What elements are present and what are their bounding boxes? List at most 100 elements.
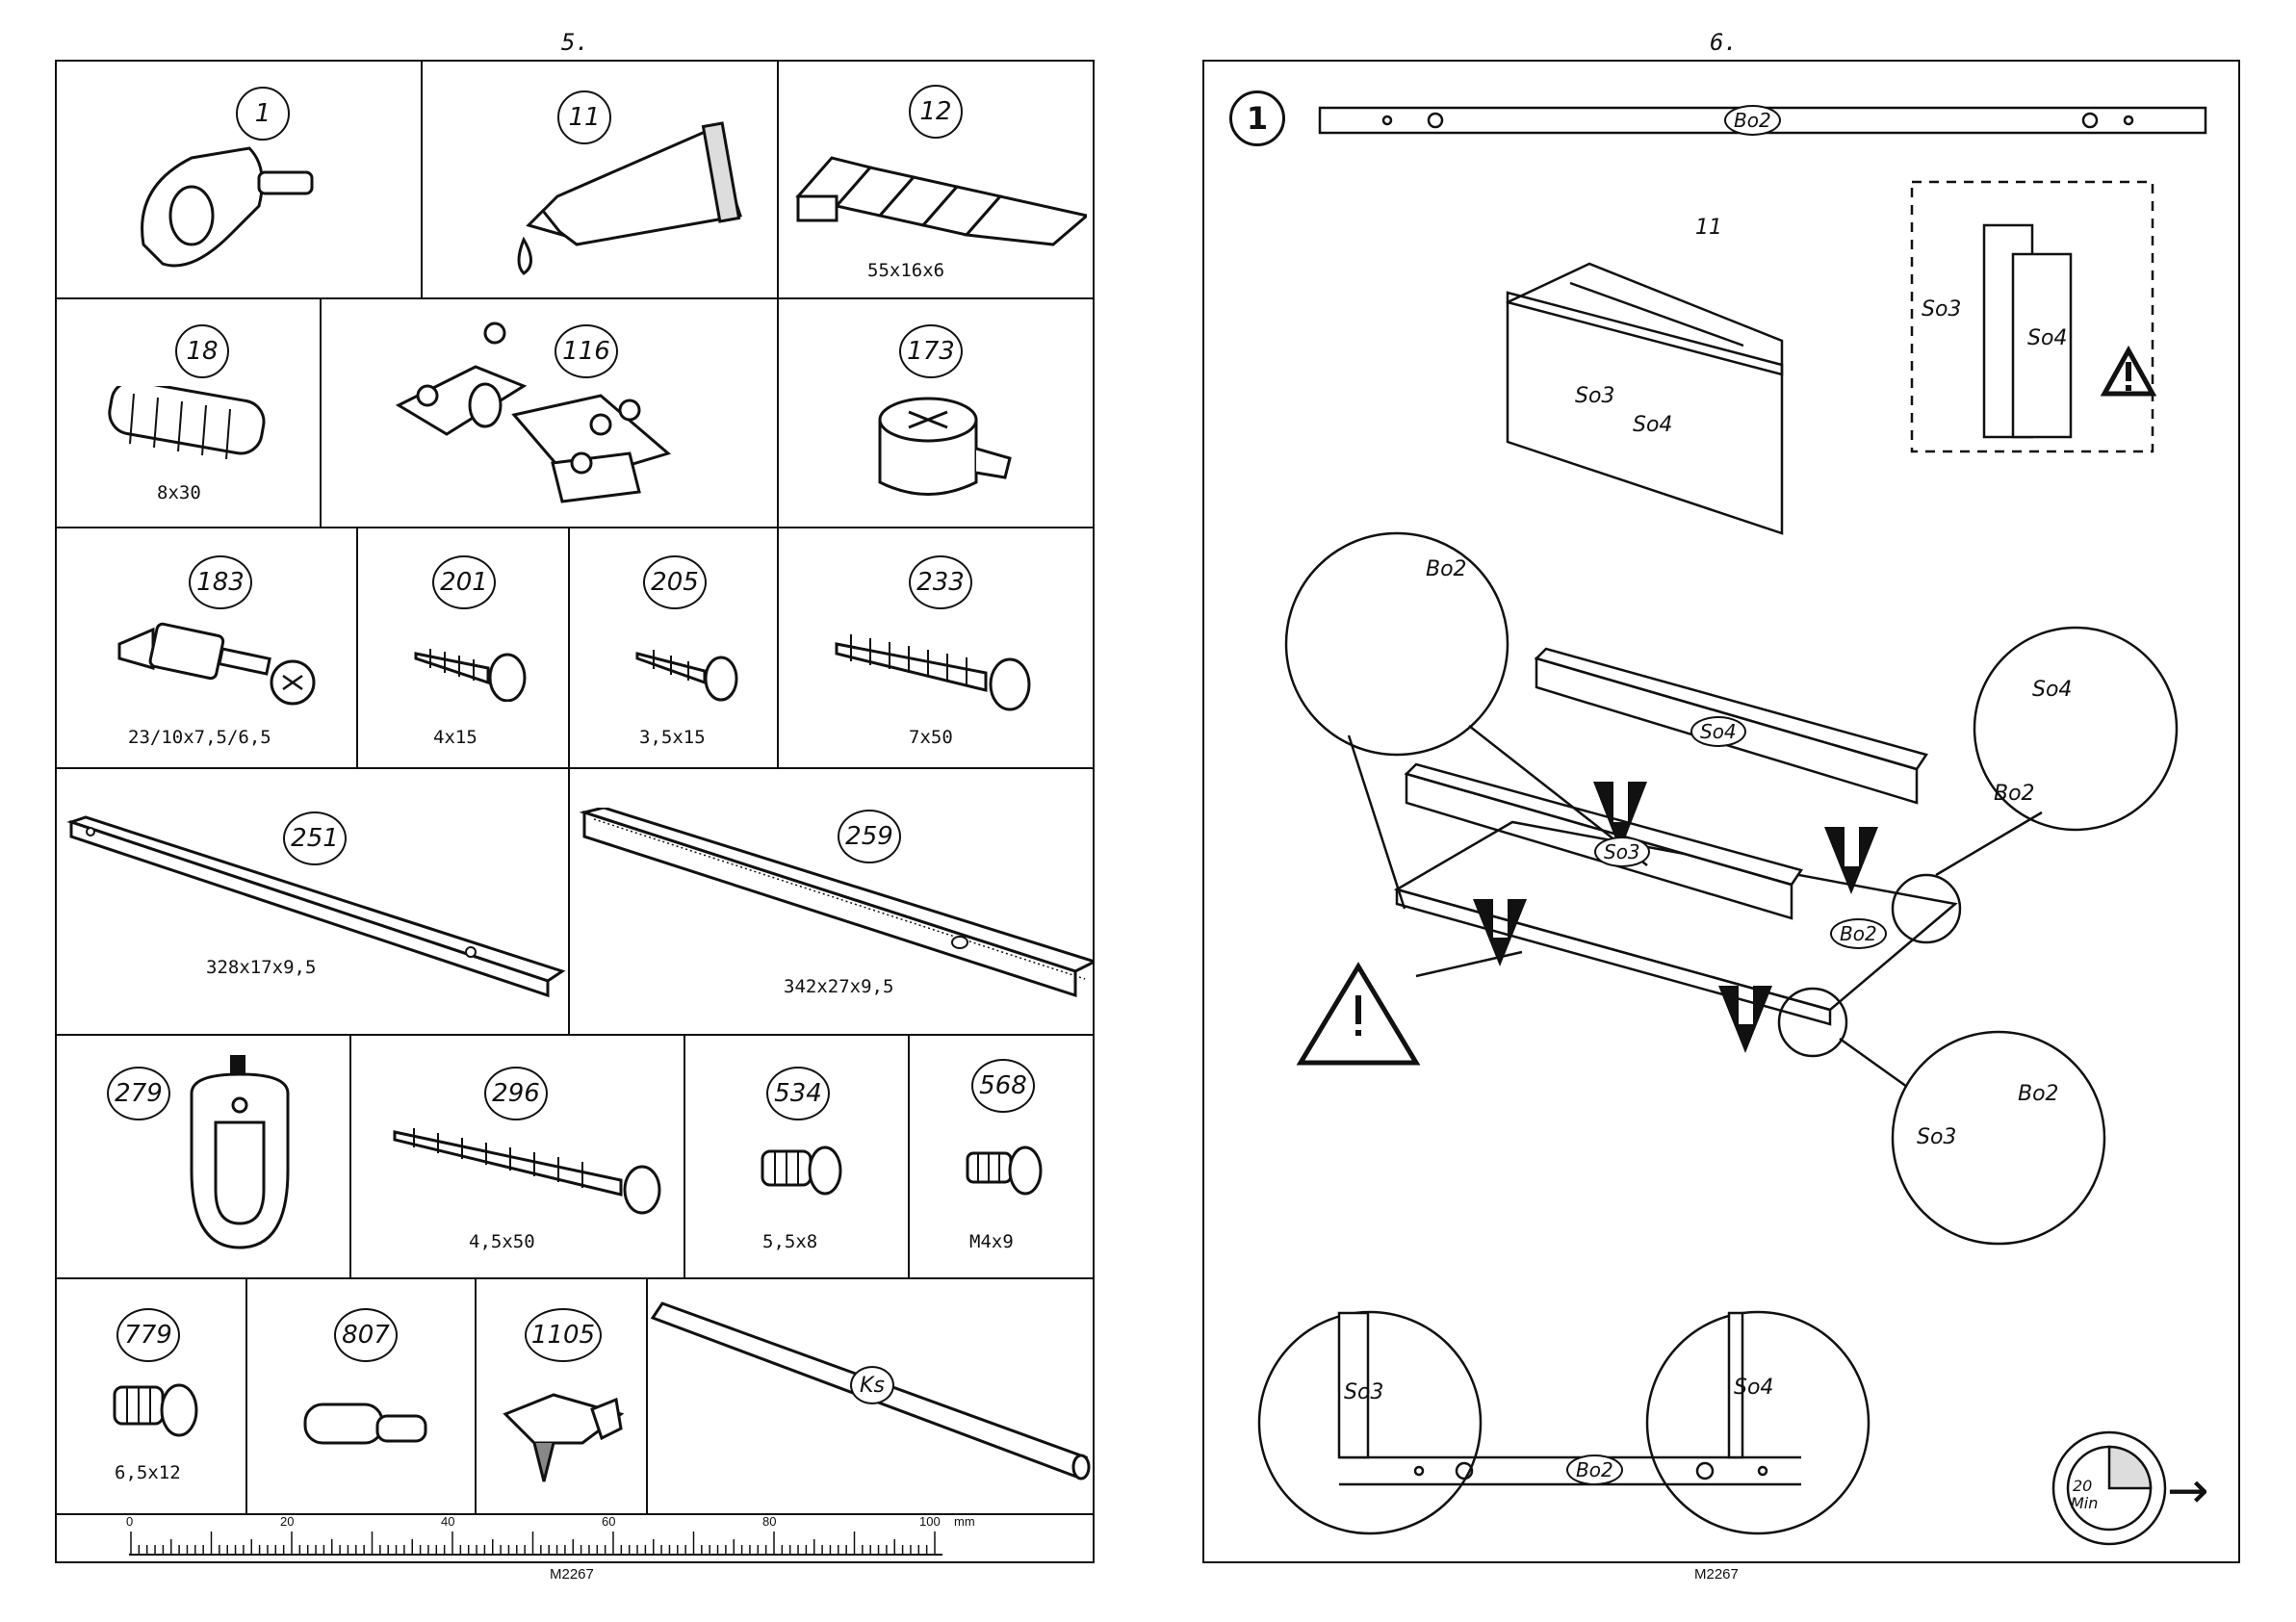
- board-label-so4: So4: [1690, 716, 1746, 747]
- part-dimension: 328x17x9,5: [206, 957, 316, 978]
- part-dimension: 342x27x9,5: [784, 976, 893, 997]
- part-number: 1105: [525, 1308, 602, 1362]
- part-number: 201: [432, 555, 496, 609]
- measurement-ruler: 0 20 40 60 80 100 mm: [57, 1508, 1093, 1561]
- part-dimension: 6,5x12: [115, 1462, 181, 1483]
- part-cell-779: 779 6,5x12: [57, 1279, 247, 1513]
- part-dimension: 7x50: [909, 727, 953, 748]
- ruler-label: 80: [762, 1514, 776, 1529]
- board-label-bo2: Bo2: [1426, 557, 1467, 581]
- board-label-bo2: Bo2: [1994, 782, 2035, 806]
- part-number: Ks: [850, 1366, 894, 1404]
- ruler-unit: mm: [954, 1514, 975, 1529]
- drawer-runner-icon: [575, 808, 1095, 1000]
- assembly-step-panel: 1: [1202, 60, 2240, 1563]
- wedge-shims-icon: [788, 139, 1087, 254]
- parts-row-6: 779 6,5x12 807 1105: [57, 1279, 1093, 1515]
- hinge-icon: [379, 319, 707, 521]
- part-cell-259: 259 342x27x9,5: [570, 769, 1096, 1034]
- ruler-label: 0: [126, 1514, 133, 1529]
- part-number: 279: [107, 1067, 170, 1120]
- part-cell-ks: Ks: [648, 1279, 1096, 1513]
- part-cell-807: 807: [247, 1279, 477, 1513]
- part-cell-11: 11: [423, 62, 779, 297]
- board-label-so3: So3: [1594, 837, 1650, 867]
- ruler-label: 100: [919, 1514, 941, 1529]
- part-cell-1: 1: [57, 62, 423, 297]
- part-cell-201: 201 4x15: [358, 528, 570, 767]
- part-number: 18: [175, 324, 229, 378]
- part-cell-279: 279: [57, 1036, 351, 1277]
- parts-grid: 1 11 12: [55, 60, 1095, 1563]
- part-cell-568: 568 M4x9: [910, 1036, 1096, 1277]
- next-page-arrow: →: [2167, 1462, 2209, 1520]
- part-cell-534: 534 5,5x8: [685, 1036, 910, 1277]
- part-cell-205: 205 3,5x15: [570, 528, 779, 767]
- page-number-right: 6.: [1710, 29, 1738, 56]
- screw-icon: [632, 634, 758, 702]
- parts-row-3: 183 23/10x7,5/6,5 201 4x15 2: [57, 528, 1093, 769]
- board-label-so3: So3: [1917, 1125, 1956, 1149]
- parts-row-5: 279 296 4,5x50 534 5,5x8: [57, 1036, 1093, 1279]
- board-label-so4: So4: [1734, 1376, 1773, 1400]
- doc-code-left: M2267: [550, 1566, 594, 1583]
- part-dimension: 5,5x8: [762, 1231, 817, 1252]
- part-dimension: 8x30: [157, 482, 201, 503]
- part-number: 807: [334, 1308, 398, 1362]
- part-number: 296: [484, 1067, 548, 1120]
- part-cell-116: 116: [322, 299, 779, 527]
- dowel-icon: [105, 386, 297, 463]
- part-number: 779: [116, 1308, 180, 1362]
- part-cell-1105: 1105: [477, 1279, 648, 1513]
- glue-tube-icon: [471, 90, 769, 302]
- assembly-illustration: [1204, 62, 2238, 1561]
- rail-holder-icon: [163, 1055, 317, 1267]
- board-label-bo2: Bo2: [1566, 1455, 1623, 1485]
- parts-row-1: 1 11 12: [57, 62, 1093, 299]
- part-cell-18: 18 8x30: [57, 299, 322, 527]
- board-label-so4: So4: [1633, 413, 1672, 437]
- part-cell-251: 251 328x17x9,5: [57, 769, 570, 1034]
- time-unit: Min: [2071, 1494, 2098, 1512]
- part-cell-12: 12 55x16x6: [779, 62, 1096, 297]
- drawer-runner-icon: [66, 808, 567, 1000]
- screw-icon: [390, 1122, 679, 1219]
- part-number: 205: [643, 555, 707, 609]
- board-label-so3: So3: [1922, 297, 1961, 322]
- part-cell-233: 233 7x50: [779, 528, 1096, 767]
- connector-bolt-icon: [115, 620, 346, 726]
- board-label-so3: So3: [1344, 1380, 1383, 1404]
- screw-icon: [963, 1142, 1059, 1209]
- part-number: 233: [909, 555, 972, 609]
- board-label-so3: So3: [1575, 384, 1614, 408]
- part-cell-173: 173: [779, 299, 1096, 527]
- part-number: 183: [189, 555, 252, 609]
- glue-label: 11: [1695, 216, 1722, 240]
- ruler-label: 20: [280, 1514, 294, 1529]
- ruler-label: 40: [441, 1514, 454, 1529]
- parts-row-4: 251 328x17x9,5 259 342x27x9,5: [57, 769, 1093, 1036]
- board-label-bo2: Bo2: [1830, 918, 1887, 949]
- board-label-bo2: Bo2: [2018, 1082, 2059, 1106]
- board-label-so4: So4: [2027, 326, 2067, 350]
- page-number-left: 5.: [561, 29, 589, 56]
- parts-row-2: 18 8x30 116 173: [57, 299, 1093, 528]
- part-dimension: 55x16x6: [867, 260, 944, 281]
- screw-icon: [758, 1142, 854, 1209]
- shelf-pin-icon: [296, 1395, 440, 1472]
- shelf-support-icon: [124, 129, 413, 293]
- time-value: 20: [2073, 1477, 2092, 1495]
- ruler-label: 60: [602, 1514, 615, 1529]
- part-number: 568: [971, 1059, 1035, 1113]
- screw-icon: [411, 634, 546, 702]
- part-number: 12: [909, 85, 963, 139]
- board-label-bo2: Bo2: [1724, 105, 1781, 136]
- part-dimension: 3,5x15: [639, 727, 706, 748]
- part-cell-296: 296 4,5x50: [351, 1036, 685, 1277]
- board-label-so4: So4: [2032, 678, 2072, 702]
- part-dimension: 23/10x7,5/6,5: [128, 727, 271, 748]
- screw-icon: [110, 1376, 216, 1453]
- doc-code-right: M2267: [1694, 1566, 1739, 1583]
- part-cell-183: 183 23/10x7,5/6,5: [57, 528, 358, 767]
- clip-icon: [496, 1385, 640, 1491]
